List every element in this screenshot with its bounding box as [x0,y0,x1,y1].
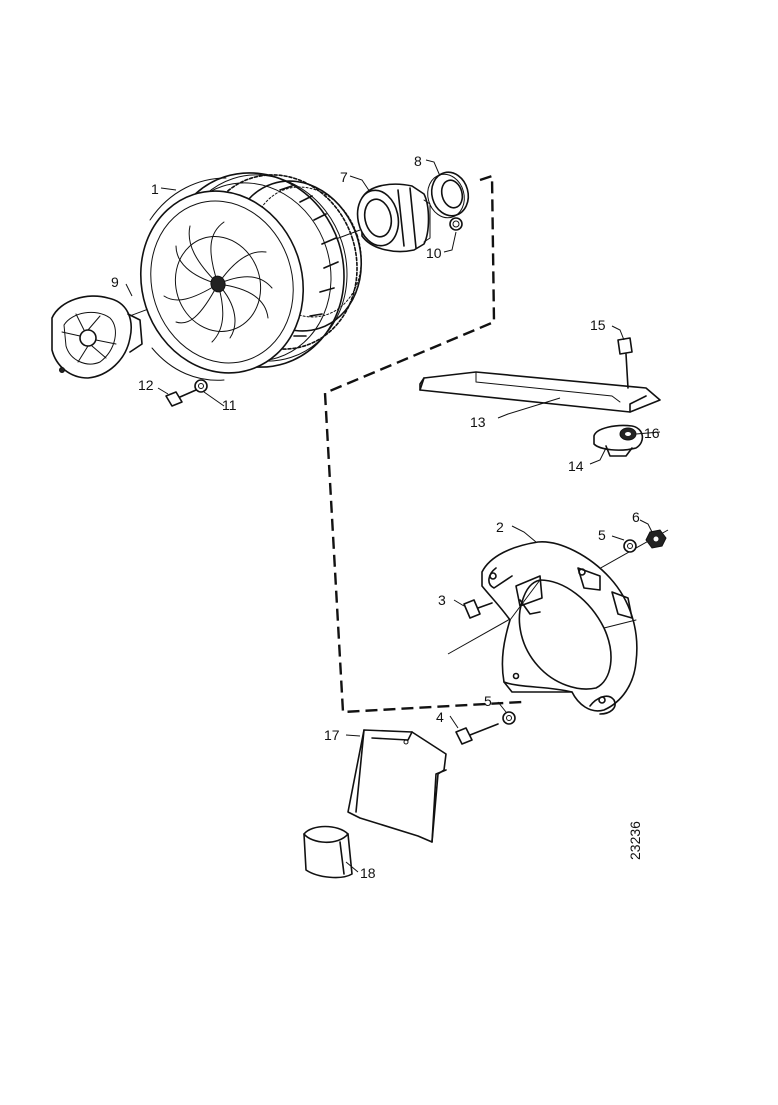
callout-2: 2 [496,519,504,535]
callout-6: 6 [632,509,640,525]
drawing-number: 23236 [627,821,643,860]
part-10-o-ring [449,217,463,231]
callout-5b: 5 [484,693,492,709]
callout-17: 17 [324,727,340,743]
callout-1: 1 [151,181,159,197]
part-12-bolt [165,389,197,407]
callout-18: 18 [360,865,376,881]
part-9-hub-cover [51,295,143,379]
part-5-washer-upper [623,539,637,553]
part-3-bolt [463,599,493,619]
callout-4: 4 [436,709,444,725]
part-7-bushing [356,183,431,253]
part-8-seal-ring [427,171,470,219]
callout-12: 12 [138,377,154,393]
part-11-washer [194,379,208,393]
callout-labels: 1 2 3 4 5 5 6 7 8 9 10 11 12 13 14 15 16… [111,153,660,881]
part-14-clamp [593,424,644,457]
part-16-washer [619,427,637,441]
callout-13: 13 [470,414,486,430]
part-6-nut [645,529,667,549]
part-1-torque-converter [139,172,363,381]
part-13-bar [419,371,661,413]
callout-7: 7 [340,169,348,185]
callout-8: 8 [414,153,422,169]
callout-15: 15 [590,317,606,333]
callout-3: 3 [438,592,446,608]
part-18-sleeve [303,825,353,879]
part-4-bolt [455,723,499,745]
callout-11: 11 [222,397,237,413]
callout-9: 9 [111,274,119,290]
callout-10: 10 [426,245,442,261]
leader-lines [125,159,661,873]
assembly-dash-line [323,174,523,714]
part-5-washer-lower [502,711,516,725]
callout-16: 16 [644,425,660,441]
part-17-cover-plate [347,729,447,843]
callout-14: 14 [568,458,584,474]
callout-5a: 5 [598,527,606,543]
part-2-housing-plate [481,541,638,715]
part-15-bolt [617,337,633,389]
